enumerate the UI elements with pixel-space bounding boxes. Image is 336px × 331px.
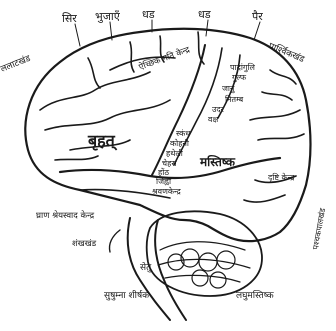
label-pashchkapal: पश्चकपालखंड (311, 207, 327, 251)
label-top-bhujaen: भुजाएँ (95, 10, 121, 23)
label-laghu-mastishk: लघुमस्तिष्क (236, 289, 275, 301)
label-top-pair: पैर (252, 10, 263, 23)
label-top-shira: सिर (62, 12, 77, 25)
label-mastishk: मस्तिष्क (199, 155, 236, 169)
label-chehra: चेहरा (162, 158, 178, 168)
label-ghran-kendra: घ्राण श्रेयस्वाद केन्द्र (36, 210, 95, 221)
label-padangulian: पादांगुलि (230, 62, 256, 73)
label-udar: उदर (212, 105, 225, 114)
label-top-dhad: धड (142, 8, 155, 21)
label-sushumna-shirshak: सुषुम्ना शीर्षक (104, 289, 150, 301)
label-skandh: स्कंध (176, 129, 191, 138)
label-jihva: जिह्वा (156, 176, 172, 186)
label-hathheli: हथेली (166, 148, 184, 158)
label-shankh-khand: शंखखंड (72, 238, 97, 249)
label-nitamb: नितम्ब (225, 94, 244, 104)
label-lalat-khand: ललाटखंड (0, 53, 32, 75)
label-vaksh: वक्ष (208, 115, 218, 124)
label-brihat: बृहत् (87, 131, 118, 151)
label-gulf: गुल्फ (232, 73, 247, 83)
label-top-dhad2: धड (198, 8, 211, 21)
label-shravan-kendra: श्रवणकेन्द्र (152, 186, 182, 196)
label-drishti-kendra: दृष्टि केन्द्र (268, 172, 295, 183)
label-kohni: कोहनी (170, 138, 190, 148)
label-honth: होंठ (158, 167, 169, 177)
label-janu: जानु (222, 84, 235, 94)
label-setu: सेतु (140, 261, 152, 273)
